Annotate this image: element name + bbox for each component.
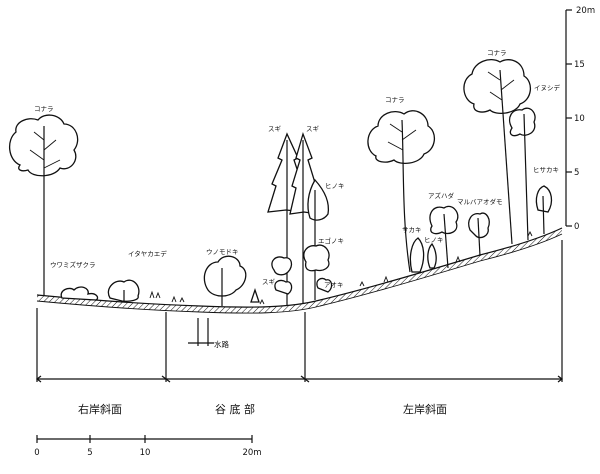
tree-hinoki-small <box>427 242 437 269</box>
horizontal-scale: 0 5 10 20m <box>34 435 262 458</box>
vertical-tick-10: 10 <box>574 114 585 124</box>
section-right-bank: 右岸斜面 <box>78 402 122 416</box>
label-uwamizuzakura: ウワミズザクラ <box>50 260 96 269</box>
label-itayakaede: イタヤカエデ <box>128 249 167 258</box>
section-valley-floor: 谷 底 部 <box>215 402 255 416</box>
tree-egonoki <box>303 244 330 272</box>
tree-sugi-small <box>250 287 260 303</box>
label-inushide: イヌシデ <box>534 83 561 92</box>
label-konara-left: コナラ <box>34 105 54 113</box>
section-dividers <box>36 240 563 383</box>
label-konara-right: コナラ <box>487 49 507 57</box>
label-hinoki-small: ヒノキ <box>424 236 444 244</box>
label-aoki: アオキ <box>324 281 344 289</box>
horizontal-tick-0: 0 <box>34 448 39 458</box>
tree-uwamizuzakura <box>60 286 99 301</box>
label-egonoki: エゴノキ <box>318 236 344 245</box>
label-konara-mid: コナラ <box>385 96 405 104</box>
water-trace-label: 水路 <box>214 339 229 349</box>
tree-asuhadagi <box>429 205 459 269</box>
label-sugi-b: スギ <box>306 125 320 133</box>
horizontal-tick-20m: 20m <box>242 448 261 458</box>
vertical-scale-unit: 20m <box>576 6 595 16</box>
label-hinoki: ヒノキ <box>325 182 345 190</box>
label-sakaki: サカキ <box>402 226 422 234</box>
water-trace: 水路 <box>188 318 229 349</box>
vertical-scale: 20m 15 10 5 0 <box>565 6 595 232</box>
tree-aoki <box>316 277 333 293</box>
tree-hinoki <box>307 178 330 300</box>
shrub-cluster-valley <box>271 256 293 295</box>
ground-profile <box>36 227 563 314</box>
tree-itayakaede <box>107 279 140 302</box>
tree-hisakaki <box>535 185 553 235</box>
tree-marubaaodamo <box>468 212 490 257</box>
label-hisakaki: ヒサカキ <box>533 166 559 174</box>
label-asuhadagi: アズハダ <box>428 191 455 200</box>
section-left-bank: 左岸斜面 <box>403 403 447 416</box>
vertical-tick-15: 15 <box>574 60 585 70</box>
label-marubaaodamo: マルバアオダモ <box>457 197 503 206</box>
tree-inushide <box>508 107 536 241</box>
vertical-tick-5: 5 <box>574 168 579 178</box>
label-sugi-low: スギ <box>262 278 276 286</box>
ground-tufts <box>149 230 533 305</box>
tree-konara-mid <box>367 110 435 273</box>
label-unomotodoki: ウノモドキ <box>206 248 239 256</box>
vertical-tick-0: 0 <box>574 222 579 232</box>
tree-konara-left <box>9 114 79 296</box>
tree-unomotodoki <box>203 255 247 306</box>
horizontal-tick-5: 5 <box>87 448 92 458</box>
tree-sakaki <box>409 237 425 273</box>
label-sugi-a: スギ <box>268 125 282 133</box>
horizontal-tick-10: 10 <box>140 448 151 458</box>
tree-konara-right <box>463 59 531 245</box>
